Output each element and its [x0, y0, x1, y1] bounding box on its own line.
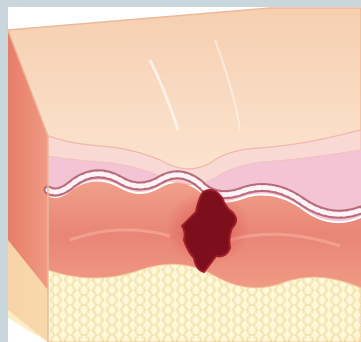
skin-cross-section [0, 0, 361, 342]
bruise-diagram [0, 0, 361, 342]
